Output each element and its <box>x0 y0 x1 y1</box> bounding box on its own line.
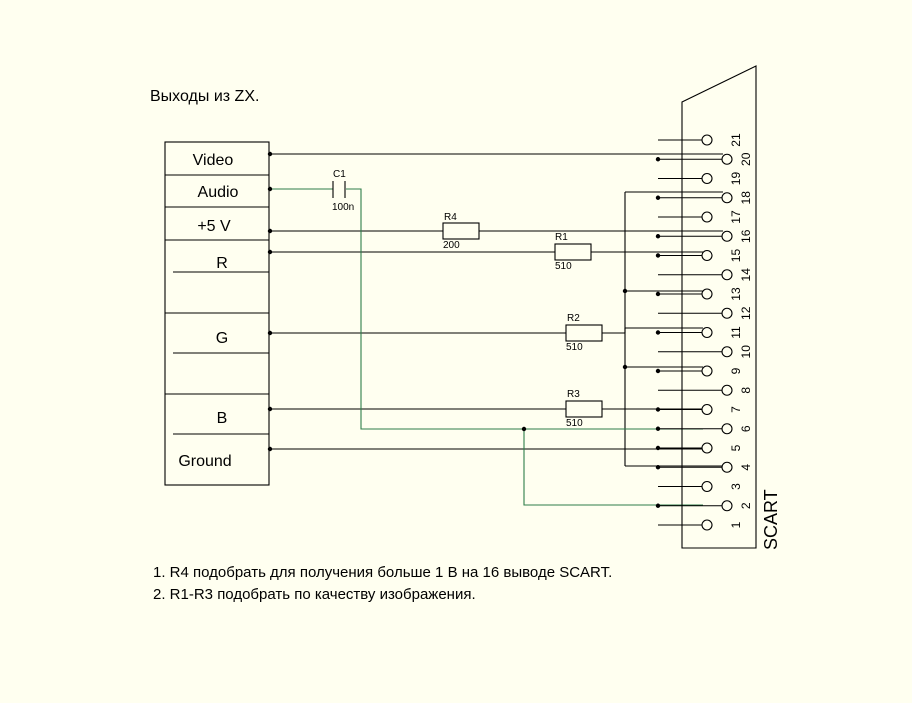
scart-pin-circle <box>721 269 733 281</box>
scart-pin-number: 16 <box>739 229 753 243</box>
scart-pin-junction <box>655 503 661 508</box>
r2-ref: R2 <box>567 313 580 324</box>
scart-pin-circle <box>701 480 713 493</box>
zx-connector-block: Video Audio +5 V R G B Ground <box>164 141 270 486</box>
scart-pin-number: 2 <box>739 502 753 509</box>
scart-pin-circle <box>721 153 733 165</box>
scart-pin-circle <box>701 211 713 223</box>
scart-pin-junction <box>655 291 661 297</box>
scart-pin-number: 15 <box>729 249 743 263</box>
resistor-r4: R4 200 <box>442 212 480 251</box>
scart-pin-number: 6 <box>739 425 753 432</box>
note-1: 1. R4 подобрать для получения больше 1 В… <box>153 564 612 581</box>
scart-pin-junction <box>655 426 661 431</box>
r1-ref: R1 <box>555 232 568 243</box>
scart-pin-number: 7 <box>729 406 743 413</box>
scart-pin-number: 13 <box>729 287 743 301</box>
resistor-r1: R1 510 <box>554 232 592 272</box>
scart-pin-junction <box>655 234 661 239</box>
scart-pin-circle <box>701 442 713 454</box>
wires <box>270 153 723 467</box>
note-2: 2. R1-R3 подобрать по качеству изображен… <box>153 586 476 603</box>
r1-value: 510 <box>555 261 572 272</box>
r4-ref: R4 <box>444 212 457 223</box>
audio-wires <box>270 188 703 506</box>
zx-label-b: B <box>217 410 228 427</box>
scart-pin-number: 5 <box>729 444 743 451</box>
r3-ref: R3 <box>567 389 580 400</box>
scart-pin-circle <box>721 192 733 204</box>
zx-label-g: G <box>216 330 228 347</box>
r2-value: 510 <box>566 342 583 353</box>
zx-label-5v: +5 V <box>197 218 231 235</box>
scart-pin-circle <box>721 384 733 396</box>
scart-pin-junction <box>655 368 661 374</box>
scart-pin-circle <box>701 519 713 531</box>
zx-label-ground: Ground <box>178 453 231 470</box>
zx-label-video: Video <box>193 152 234 169</box>
diagram-title: Выходы из ZX. <box>150 88 259 105</box>
scart-pin-circle <box>721 423 733 435</box>
scart-pin-number: 4 <box>739 464 753 471</box>
scart-pin-circle <box>701 365 713 377</box>
scart-pin-number: 19 <box>729 172 743 186</box>
scart-pin-junction <box>655 195 661 200</box>
scart-pin-circle <box>721 230 733 242</box>
scart-pin-number: 14 <box>739 268 753 282</box>
scart-pin-junction <box>655 465 661 470</box>
scart-pin-junction <box>655 445 661 451</box>
r3-value: 510 <box>566 418 583 429</box>
scart-pin-number: 9 <box>729 367 743 374</box>
scart-pin-circle <box>701 172 713 185</box>
scart-pin-number: 1 <box>729 521 743 528</box>
scart-pin-circle <box>721 346 733 358</box>
r4-value: 200 <box>443 240 460 251</box>
scart-pin-circle <box>721 307 733 319</box>
scart-label: SCART <box>761 489 781 550</box>
scart-pin-junction <box>655 407 661 412</box>
scart-pin-circle <box>701 403 713 416</box>
scart-pin-circle <box>721 500 733 512</box>
scart-pin-number: 21 <box>729 133 743 147</box>
capacitor-c1: C1 100n <box>332 169 354 213</box>
scart-pin-junction <box>655 253 661 258</box>
c1-ref: C1 <box>333 169 346 180</box>
scart-pin-circle <box>721 461 733 473</box>
scart-pin-circle <box>701 288 713 300</box>
junction-dots <box>267 151 628 452</box>
zx-label-r: R <box>216 255 228 272</box>
scart-pin-number: 12 <box>739 306 753 320</box>
scart-pin-circle <box>701 326 713 339</box>
scart-pin-circle <box>701 249 713 262</box>
zx-label-audio: Audio <box>198 184 239 201</box>
scart-pin-number: 3 <box>729 483 743 490</box>
resistor-r2: R2 510 <box>565 313 603 353</box>
scart-pin-circle <box>701 134 713 146</box>
scart-pin-number: 17 <box>729 210 743 224</box>
c1-value: 100n <box>332 202 354 213</box>
resistor-r3: R3 510 <box>565 389 603 429</box>
notes: 1. R4 подобрать для получения больше 1 В… <box>153 564 612 603</box>
scart-pin-number: 10 <box>739 345 753 359</box>
scart-pin-number: 8 <box>739 387 753 394</box>
scart-pin-junction <box>655 330 661 335</box>
scart-pin-junction <box>655 157 661 162</box>
scart-pin-number: 11 <box>729 326 743 339</box>
scart-pin-number: 18 <box>739 191 753 205</box>
scart-pin-number: 20 <box>739 152 753 166</box>
